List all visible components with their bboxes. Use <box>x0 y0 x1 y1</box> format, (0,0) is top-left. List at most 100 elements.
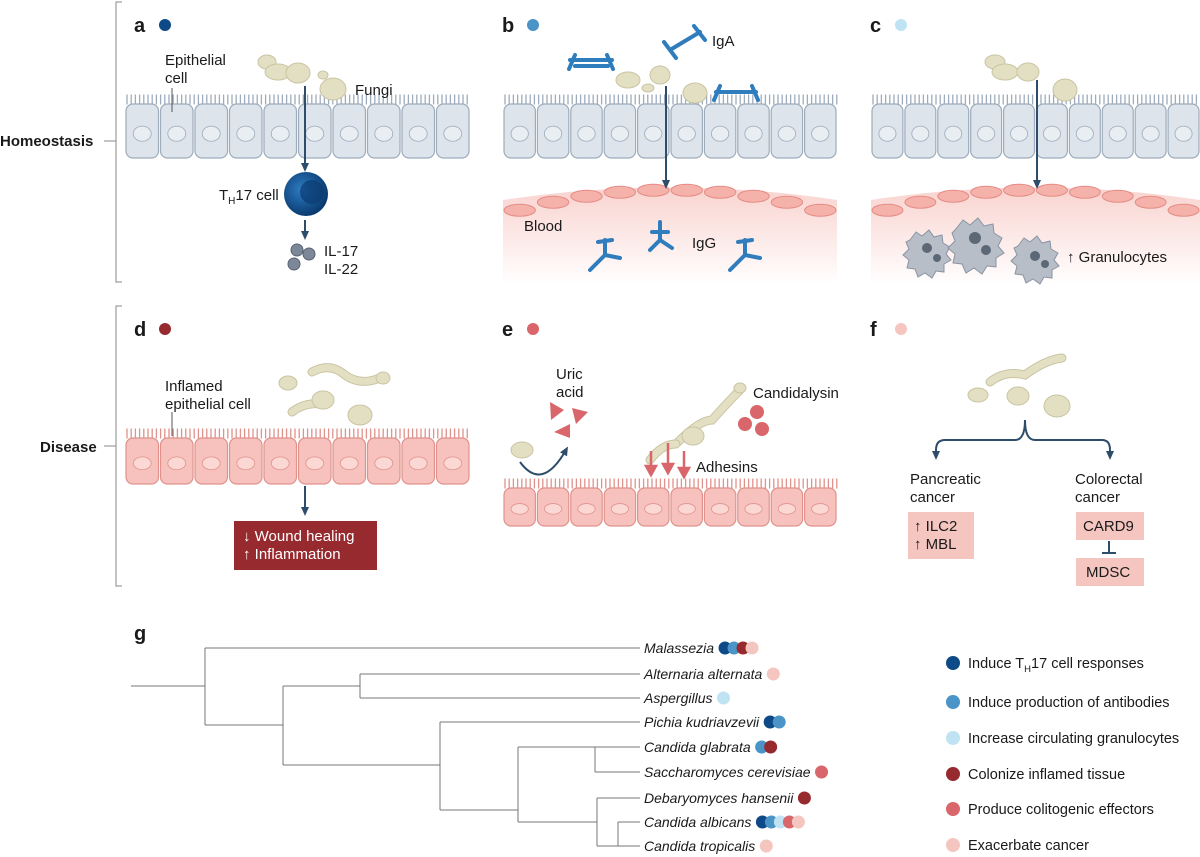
species-row: Pichia kudriavzevii <box>644 714 786 730</box>
panel-letter-c: c <box>870 15 881 37</box>
uric-acid-triangles <box>550 402 588 438</box>
trait-dot-cancer <box>766 667 780 681</box>
branch-arrows-f <box>932 419 1114 460</box>
panel-c-dot <box>895 19 907 31</box>
legend-dot <box>946 767 960 781</box>
legend-dot <box>946 656 960 670</box>
species-name: Candida tropicalis <box>644 838 755 854</box>
label-granulocytes: ↑ Granulocytes <box>1067 249 1167 266</box>
panel-letter-g: g <box>134 623 146 645</box>
label-fungi: Fungi <box>355 82 393 99</box>
panel-d: d Inflamed epithelial cell ↓ Wound heali… <box>125 319 470 570</box>
fungi-cluster-c <box>984 54 1078 102</box>
adhesin-arrows <box>643 443 692 480</box>
species-name: Malassezia <box>644 640 714 656</box>
trait-dot-antibodies <box>727 641 741 655</box>
label-iga: IgA <box>712 33 735 50</box>
panel-b: b Blood IgA IgG <box>502 15 838 285</box>
panel-f-dot <box>895 323 907 335</box>
iga-antibodies <box>567 24 760 102</box>
fungi-cluster-b <box>615 65 708 104</box>
label-inflammation: ↑ Inflammation <box>243 546 341 563</box>
legend-label: Induce production of antibodies <box>968 695 1170 711</box>
row-label-homeostasis: Homeostasis <box>0 133 93 150</box>
panel-letter-a: a <box>134 15 146 37</box>
species-row: Candida albicans <box>644 814 805 830</box>
box-card9 <box>1076 512 1144 540</box>
panel-letter-f: f <box>870 319 877 341</box>
label-il17: IL-17 <box>324 243 358 260</box>
homeostasis-bracket <box>104 1 122 283</box>
legend-item-granulocytes: Increase circulating granulocytes <box>946 731 1179 747</box>
outcome-box-d <box>234 521 377 570</box>
species-name: Candida albicans <box>644 814 751 830</box>
trait-dot-antibodies <box>755 740 769 754</box>
panel-c: c ↑ Granulocytes <box>870 15 1200 285</box>
species-name: Candida glabrata <box>644 739 751 755</box>
legend-item-antibodies: Induce production of antibodies <box>946 695 1170 711</box>
trait-dot-th17 <box>763 715 777 729</box>
species-row: Malassezia <box>644 640 759 656</box>
species-row: Saccharomyces cerevisiae <box>644 764 829 780</box>
legend-label: Increase circulating granulocytes <box>968 731 1179 747</box>
panel-a-dot <box>159 19 171 31</box>
label-th17: TH17 cell <box>219 187 279 207</box>
disease-bracket <box>104 305 122 587</box>
inflamed-epithelium-e <box>503 478 838 527</box>
species-row: Candida glabrata <box>644 739 778 755</box>
trait-dot-granulocytes <box>773 815 787 829</box>
epithelium-c <box>871 94 1200 159</box>
species-name: Alternaria alternata <box>643 666 763 682</box>
legend-item-cancer: Exacerbate cancer <box>946 838 1089 854</box>
trait-dot-th17 <box>718 641 732 655</box>
trait-dot-colitogenic <box>782 815 796 829</box>
species-row: Alternaria alternata <box>643 666 780 682</box>
panel-d-dot <box>159 323 171 335</box>
candidalysin-particles <box>738 405 769 436</box>
species-row: Aspergillus <box>643 690 730 706</box>
label-pancreatic: Pancreatic cancer <box>910 471 985 506</box>
legend-label: Colonize inflamed tissue <box>968 767 1125 783</box>
label-ilc2: ↑ ILC2 <box>914 518 957 535</box>
label-mdsc: MDSC <box>1086 564 1130 581</box>
label-blood: Blood <box>524 218 562 235</box>
phylogenetic-tree <box>131 647 640 847</box>
legend-item-th17: Induce TH17 cell responses <box>946 656 1144 675</box>
panel-b-dot <box>527 19 539 31</box>
species-row: Debaryomyces hansenii <box>644 790 811 806</box>
species-name: Saccharomyces cerevisiae <box>644 764 811 780</box>
trait-dot-antibodies <box>764 815 778 829</box>
label-inflamed: Inflamed epithelial cell <box>165 378 251 413</box>
fungus-e-small <box>510 441 534 459</box>
cytokines <box>287 243 316 271</box>
label-candidalysin: Candidalysin <box>753 385 839 402</box>
legend-dot <box>946 838 960 852</box>
igg-antibodies <box>588 220 762 272</box>
trait-dot-cancer <box>759 839 773 853</box>
legend-label: Produce colitogenic effectors <box>968 802 1154 818</box>
row-label-disease: Disease <box>40 439 97 456</box>
label-uric: Uric acid <box>556 366 587 401</box>
arrow-uric-cycle <box>519 446 568 476</box>
inflamed-epithelium-d <box>125 428 470 485</box>
legend-dot <box>946 802 960 816</box>
label-igg: IgG <box>692 235 716 252</box>
trait-dot-th17 <box>755 815 769 829</box>
species-name: Aspergillus <box>643 690 712 706</box>
panel-e-dot <box>527 323 539 335</box>
trait-dot-colitogenic <box>815 765 829 779</box>
fungi-cluster-e <box>645 382 747 465</box>
granulocytes <box>902 217 1060 285</box>
panel-a: a Epithelial cell Fungi TH17 cell IL-17 … <box>125 15 470 278</box>
epithelium-b <box>503 94 838 159</box>
box-ilc2-mbl <box>908 512 974 559</box>
fungi-cluster-d <box>278 363 391 426</box>
trait-dot-antibodies <box>772 715 786 729</box>
panel-letter-e: e <box>502 319 513 341</box>
label-wound: ↓ Wound healing <box>243 528 354 545</box>
panel-e: e Uric acid Candidalysin <box>502 319 839 527</box>
trait-dot-colonize <box>797 791 811 805</box>
